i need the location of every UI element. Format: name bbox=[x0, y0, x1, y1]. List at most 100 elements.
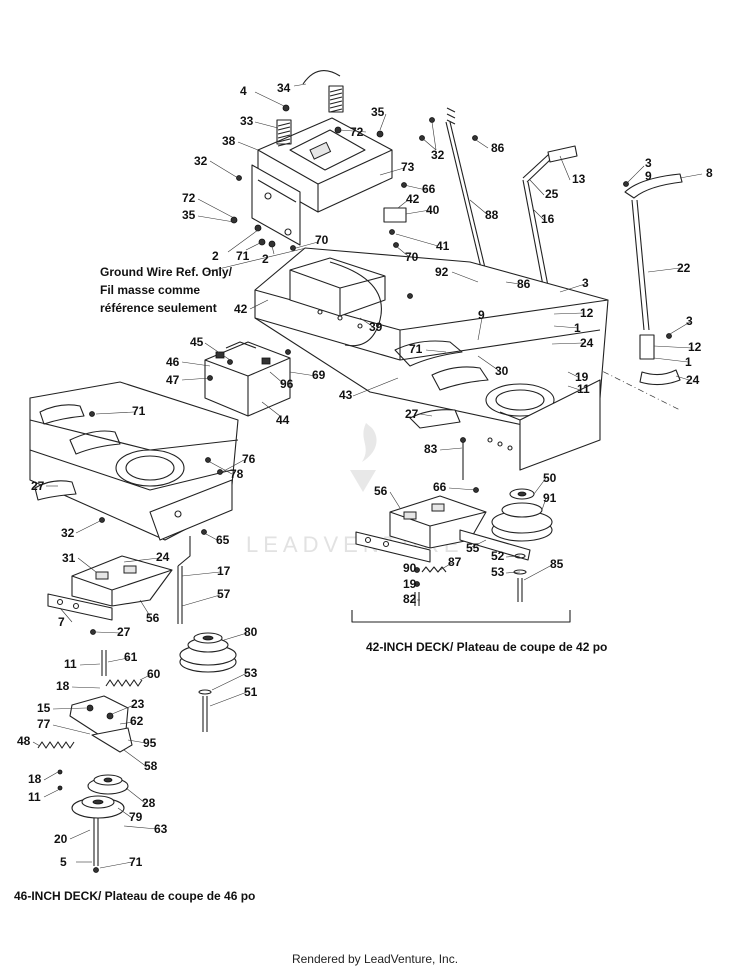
callout-23: 23 bbox=[131, 697, 145, 711]
callout-13: 13 bbox=[572, 172, 586, 186]
seat-spring-left bbox=[276, 119, 292, 147]
callout-27: 27 bbox=[31, 479, 45, 493]
callout-53: 53 bbox=[244, 666, 258, 680]
callout-77: 77 bbox=[37, 717, 51, 731]
callout-42: 42 bbox=[406, 192, 420, 206]
deck42-label: 42-INCH DECK/ Plateau de coupe de 42 po bbox=[366, 640, 607, 654]
callout-71: 71 bbox=[236, 249, 250, 263]
callout-56: 56 bbox=[374, 484, 388, 498]
callout-96: 96 bbox=[280, 377, 294, 391]
callout-5: 5 bbox=[60, 855, 67, 869]
callout-58: 58 bbox=[144, 759, 158, 773]
callout-30: 30 bbox=[495, 364, 509, 378]
callout-71: 71 bbox=[409, 342, 423, 356]
callout-82: 82 bbox=[403, 592, 417, 606]
callout-18: 18 bbox=[56, 679, 70, 693]
callout-28: 28 bbox=[142, 796, 156, 810]
callout-27: 27 bbox=[117, 625, 131, 639]
callout-69: 69 bbox=[312, 368, 326, 382]
callout-48: 48 bbox=[17, 734, 31, 748]
callout-35: 35 bbox=[182, 208, 196, 222]
callout-8: 8 bbox=[706, 166, 713, 180]
callout-20: 20 bbox=[54, 832, 68, 846]
ground-wire-note-line-3: référence seulement bbox=[100, 301, 217, 315]
callout-12: 12 bbox=[580, 306, 594, 320]
ground-wire-note-line-1: Ground Wire Ref. Only/ bbox=[100, 265, 233, 279]
callout-24: 24 bbox=[156, 550, 170, 564]
callout-71: 71 bbox=[132, 404, 146, 418]
callout-86: 86 bbox=[491, 141, 505, 155]
callout-2: 2 bbox=[262, 252, 269, 266]
callout-11: 11 bbox=[64, 657, 77, 671]
callout-95: 95 bbox=[143, 736, 157, 750]
callout-51: 51 bbox=[244, 685, 258, 699]
callout-61: 61 bbox=[124, 650, 138, 664]
callout-39: 39 bbox=[369, 320, 383, 334]
callout-15: 15 bbox=[37, 701, 51, 715]
callout-18: 18 bbox=[28, 772, 42, 786]
left-frame bbox=[29, 381, 239, 566]
callout-86: 86 bbox=[517, 277, 531, 291]
callout-3: 3 bbox=[686, 314, 693, 328]
callout-87: 87 bbox=[448, 555, 462, 569]
callout-72: 72 bbox=[350, 125, 364, 139]
callout-53: 53 bbox=[491, 565, 505, 579]
callout-40: 40 bbox=[426, 203, 440, 217]
callout-47: 47 bbox=[166, 373, 180, 387]
callout-9: 9 bbox=[645, 169, 652, 183]
battery-assembly bbox=[204, 341, 291, 417]
callout-50: 50 bbox=[543, 471, 557, 485]
callout-76: 76 bbox=[242, 452, 256, 466]
callout-88: 88 bbox=[485, 208, 499, 222]
callout-62: 62 bbox=[130, 714, 144, 728]
callout-46: 46 bbox=[166, 355, 180, 369]
callout-32: 32 bbox=[61, 526, 75, 540]
callout-35: 35 bbox=[371, 105, 385, 119]
callout-3: 3 bbox=[645, 156, 652, 170]
callout-79: 79 bbox=[129, 810, 143, 824]
callout-1: 1 bbox=[574, 321, 581, 335]
callout-2: 2 bbox=[212, 249, 219, 263]
callout-85: 85 bbox=[550, 557, 564, 571]
callout-72: 72 bbox=[182, 191, 196, 205]
callout-19: 19 bbox=[575, 370, 589, 384]
callout-83: 83 bbox=[424, 442, 438, 456]
callout-52: 52 bbox=[491, 549, 505, 563]
callout-3: 3 bbox=[582, 276, 589, 290]
callout-25: 25 bbox=[545, 187, 559, 201]
callout-34: 34 bbox=[277, 81, 291, 95]
callout-11: 11 bbox=[28, 790, 41, 804]
callout-32: 32 bbox=[194, 154, 208, 168]
callout-4: 4 bbox=[240, 84, 247, 98]
callout-70: 70 bbox=[315, 233, 329, 247]
callout-60: 60 bbox=[147, 667, 161, 681]
idler-bracket-46 bbox=[37, 529, 237, 873]
callout-56: 56 bbox=[146, 611, 160, 625]
idler-bracket-42 bbox=[355, 487, 553, 606]
callout-43: 43 bbox=[339, 388, 353, 402]
deck42-bracket bbox=[351, 610, 571, 623]
callout-80: 80 bbox=[244, 625, 258, 639]
callout-41: 41 bbox=[436, 239, 450, 253]
control-rods bbox=[445, 107, 683, 411]
deck46-label: 46-INCH DECK/ Plateau de coupe de 46 po bbox=[14, 889, 255, 903]
callout-42: 42 bbox=[234, 302, 248, 316]
callout-57: 57 bbox=[217, 587, 231, 601]
callout-33: 33 bbox=[240, 114, 254, 128]
callout-12: 12 bbox=[688, 340, 702, 354]
ground-wire-note: Ground Wire Ref. Only/ Fil masse comme r… bbox=[100, 265, 235, 315]
callout-44: 44 bbox=[276, 413, 290, 427]
callout-55: 55 bbox=[466, 541, 480, 555]
callout-70: 70 bbox=[405, 250, 419, 264]
callout-65: 65 bbox=[216, 533, 230, 547]
callout-32: 32 bbox=[431, 148, 445, 162]
callout-66: 66 bbox=[422, 182, 436, 196]
ground-wire-note-line-2: Fil masse comme bbox=[100, 283, 200, 297]
main-frame bbox=[254, 247, 609, 480]
callout-1: 1 bbox=[685, 355, 692, 369]
footer-credit: Rendered by LeadVenture, Inc. bbox=[291, 952, 459, 966]
seat-bracket-assembly bbox=[230, 70, 435, 251]
callout-66: 66 bbox=[433, 480, 447, 494]
callout-92: 92 bbox=[435, 265, 449, 279]
